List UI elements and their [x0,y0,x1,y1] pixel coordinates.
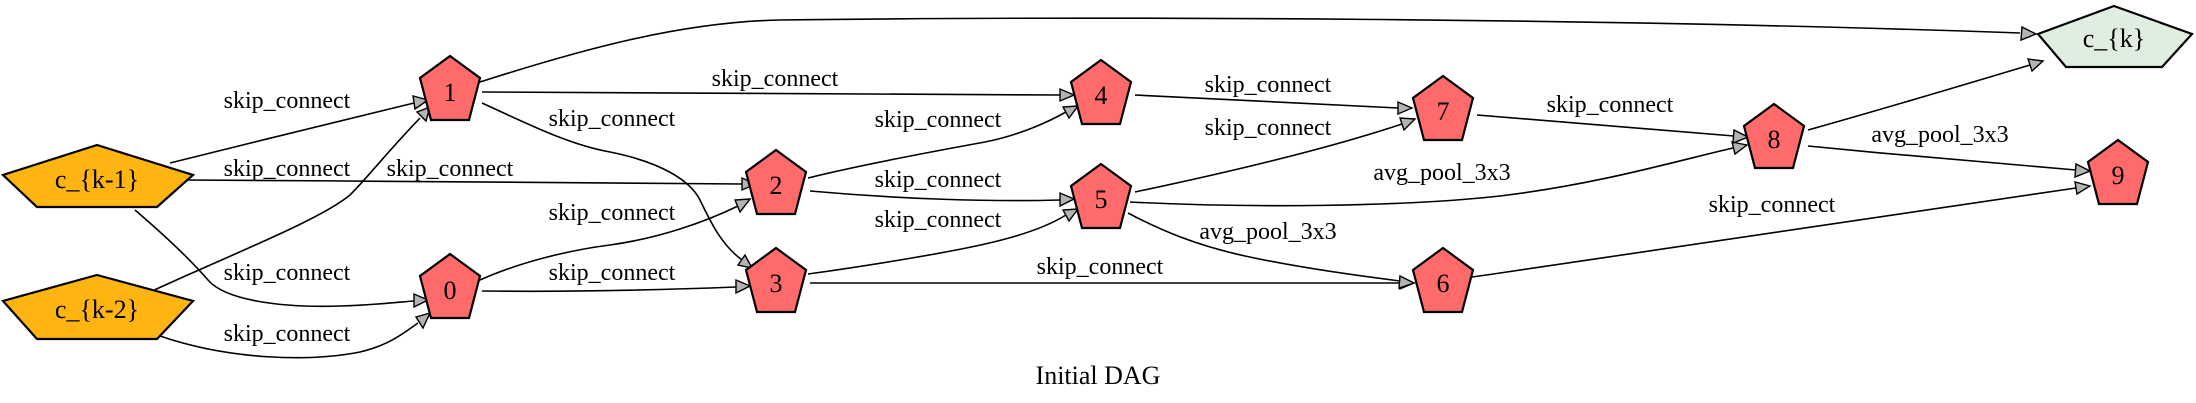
edge-n3-to-n5 [807,208,1080,275]
node-4-shape [1069,58,1133,126]
edge-n2-to-n4 [807,105,1080,179]
node-2-shape [744,148,808,216]
edge-n4-to-n7 [1134,94,1414,116]
node-1-label: 1 [444,78,457,107]
node-ck2-shape [0,273,196,341]
edge-label-n5-n8: avg_pool_3x3 [1373,160,1510,186]
node-ck2-label: c_{k-2} [55,295,139,324]
edge-label-n2-n5: skip_connect [875,167,1002,193]
edge-label-n5-n7: skip_connect [1205,115,1332,141]
node-7-shape [1411,74,1475,142]
edge-label-n4-n7: skip_connect [1205,72,1332,98]
edge-label-ck2-n1: skip_connect [387,156,514,182]
node-0: 0 [418,252,482,320]
edge-ck1-to-n0 [134,209,430,309]
node-3-shape [744,246,808,314]
edge-ck1-to-n1 [169,95,430,164]
edge-n7-to-n8 [1476,114,1750,145]
node-4-label: 4 [1095,81,1108,110]
node-5: 5 [1069,162,1133,230]
edge-label-ck1-n1: skip_connect [224,88,351,114]
edge-label-ck1-n2: skip_connect [224,156,351,182]
node-2-label: 2 [770,171,783,200]
edge-n6-to-n9 [1471,181,2092,278]
edge-n0-to-n3 [481,278,752,295]
edge-n5-to-n6 [1127,212,1416,289]
edge-n2-to-n5 [809,190,1076,208]
node-9-shape [2086,138,2150,206]
node-ck1: c_{k-1} [0,143,196,209]
edge-n1-to-n3 [481,102,754,270]
edge-n5-to-n8 [1129,141,1749,207]
node-5-label: 5 [1095,185,1108,214]
edge-ck2-to-n0 [159,311,432,359]
edge-label-ck1-n0: skip_connect [224,260,351,286]
node-8-shape [1742,102,1806,170]
node-5-shape [1069,162,1133,230]
node-6-label: 6 [1437,269,1450,298]
diagram-caption: Initial DAG [1036,361,1161,390]
edge-label-n3-n5: skip_connect [875,207,1002,233]
edge-n1-to-ck [479,17,2038,83]
node-3: 3 [744,246,808,314]
node-ck-shape [2036,4,2194,69]
node-6: 6 [1411,246,1475,314]
node-4: 4 [1069,58,1133,126]
edge-label-ck2-n0: skip_connect [224,321,351,347]
edge-n0-to-n2 [479,198,752,281]
node-1-shape [418,54,482,122]
edge-n1-to-n4 [481,87,1076,103]
node-ck: c_{k} [2036,4,2194,69]
node-6-shape [1411,246,1475,314]
node-9: 9 [2086,138,2150,206]
node-2: 2 [744,148,808,216]
node-0-shape [418,252,482,320]
edge-label-n0-n3: skip_connect [549,260,676,286]
edge-label-n0-n2: skip_connect [549,200,676,226]
edge-label-n2-n4: skip_connect [875,107,1002,133]
node-1: 1 [418,54,482,122]
node-3-label: 3 [770,269,783,298]
edge-label-n7-n8: skip_connect [1547,92,1674,118]
node-ck1-label: c_{k-1} [55,165,139,194]
node-7-label: 7 [1437,97,1450,126]
edge-n8-to-ck [1807,58,2045,131]
edge-label-n1-n3: skip_connect [549,106,676,132]
edge-label-n6-n9: skip_connect [1709,192,1836,218]
node-9-label: 9 [2112,161,2125,190]
node-ck-label: c_{k} [2083,24,2146,53]
edge-label-n8-n9: avg_pool_3x3 [1871,122,2008,148]
edge-ck2-to-n1 [149,105,432,293]
node-8-label: 8 [1768,125,1781,154]
edge-n5-to-n7 [1134,117,1417,193]
node-8: 8 [1742,102,1806,170]
node-ck2: c_{k-2} [0,273,196,341]
node-ck1-shape [0,143,196,209]
node-0-label: 0 [444,276,457,305]
edge-label-n5-n6: avg_pool_3x3 [1199,219,1336,245]
node-7: 7 [1411,74,1475,142]
edge-n8-to-n9 [1807,145,2092,179]
edge-label-n1-n4: skip_connect [712,66,839,92]
edge-label-n3-n6: skip_connect [1037,254,1164,280]
